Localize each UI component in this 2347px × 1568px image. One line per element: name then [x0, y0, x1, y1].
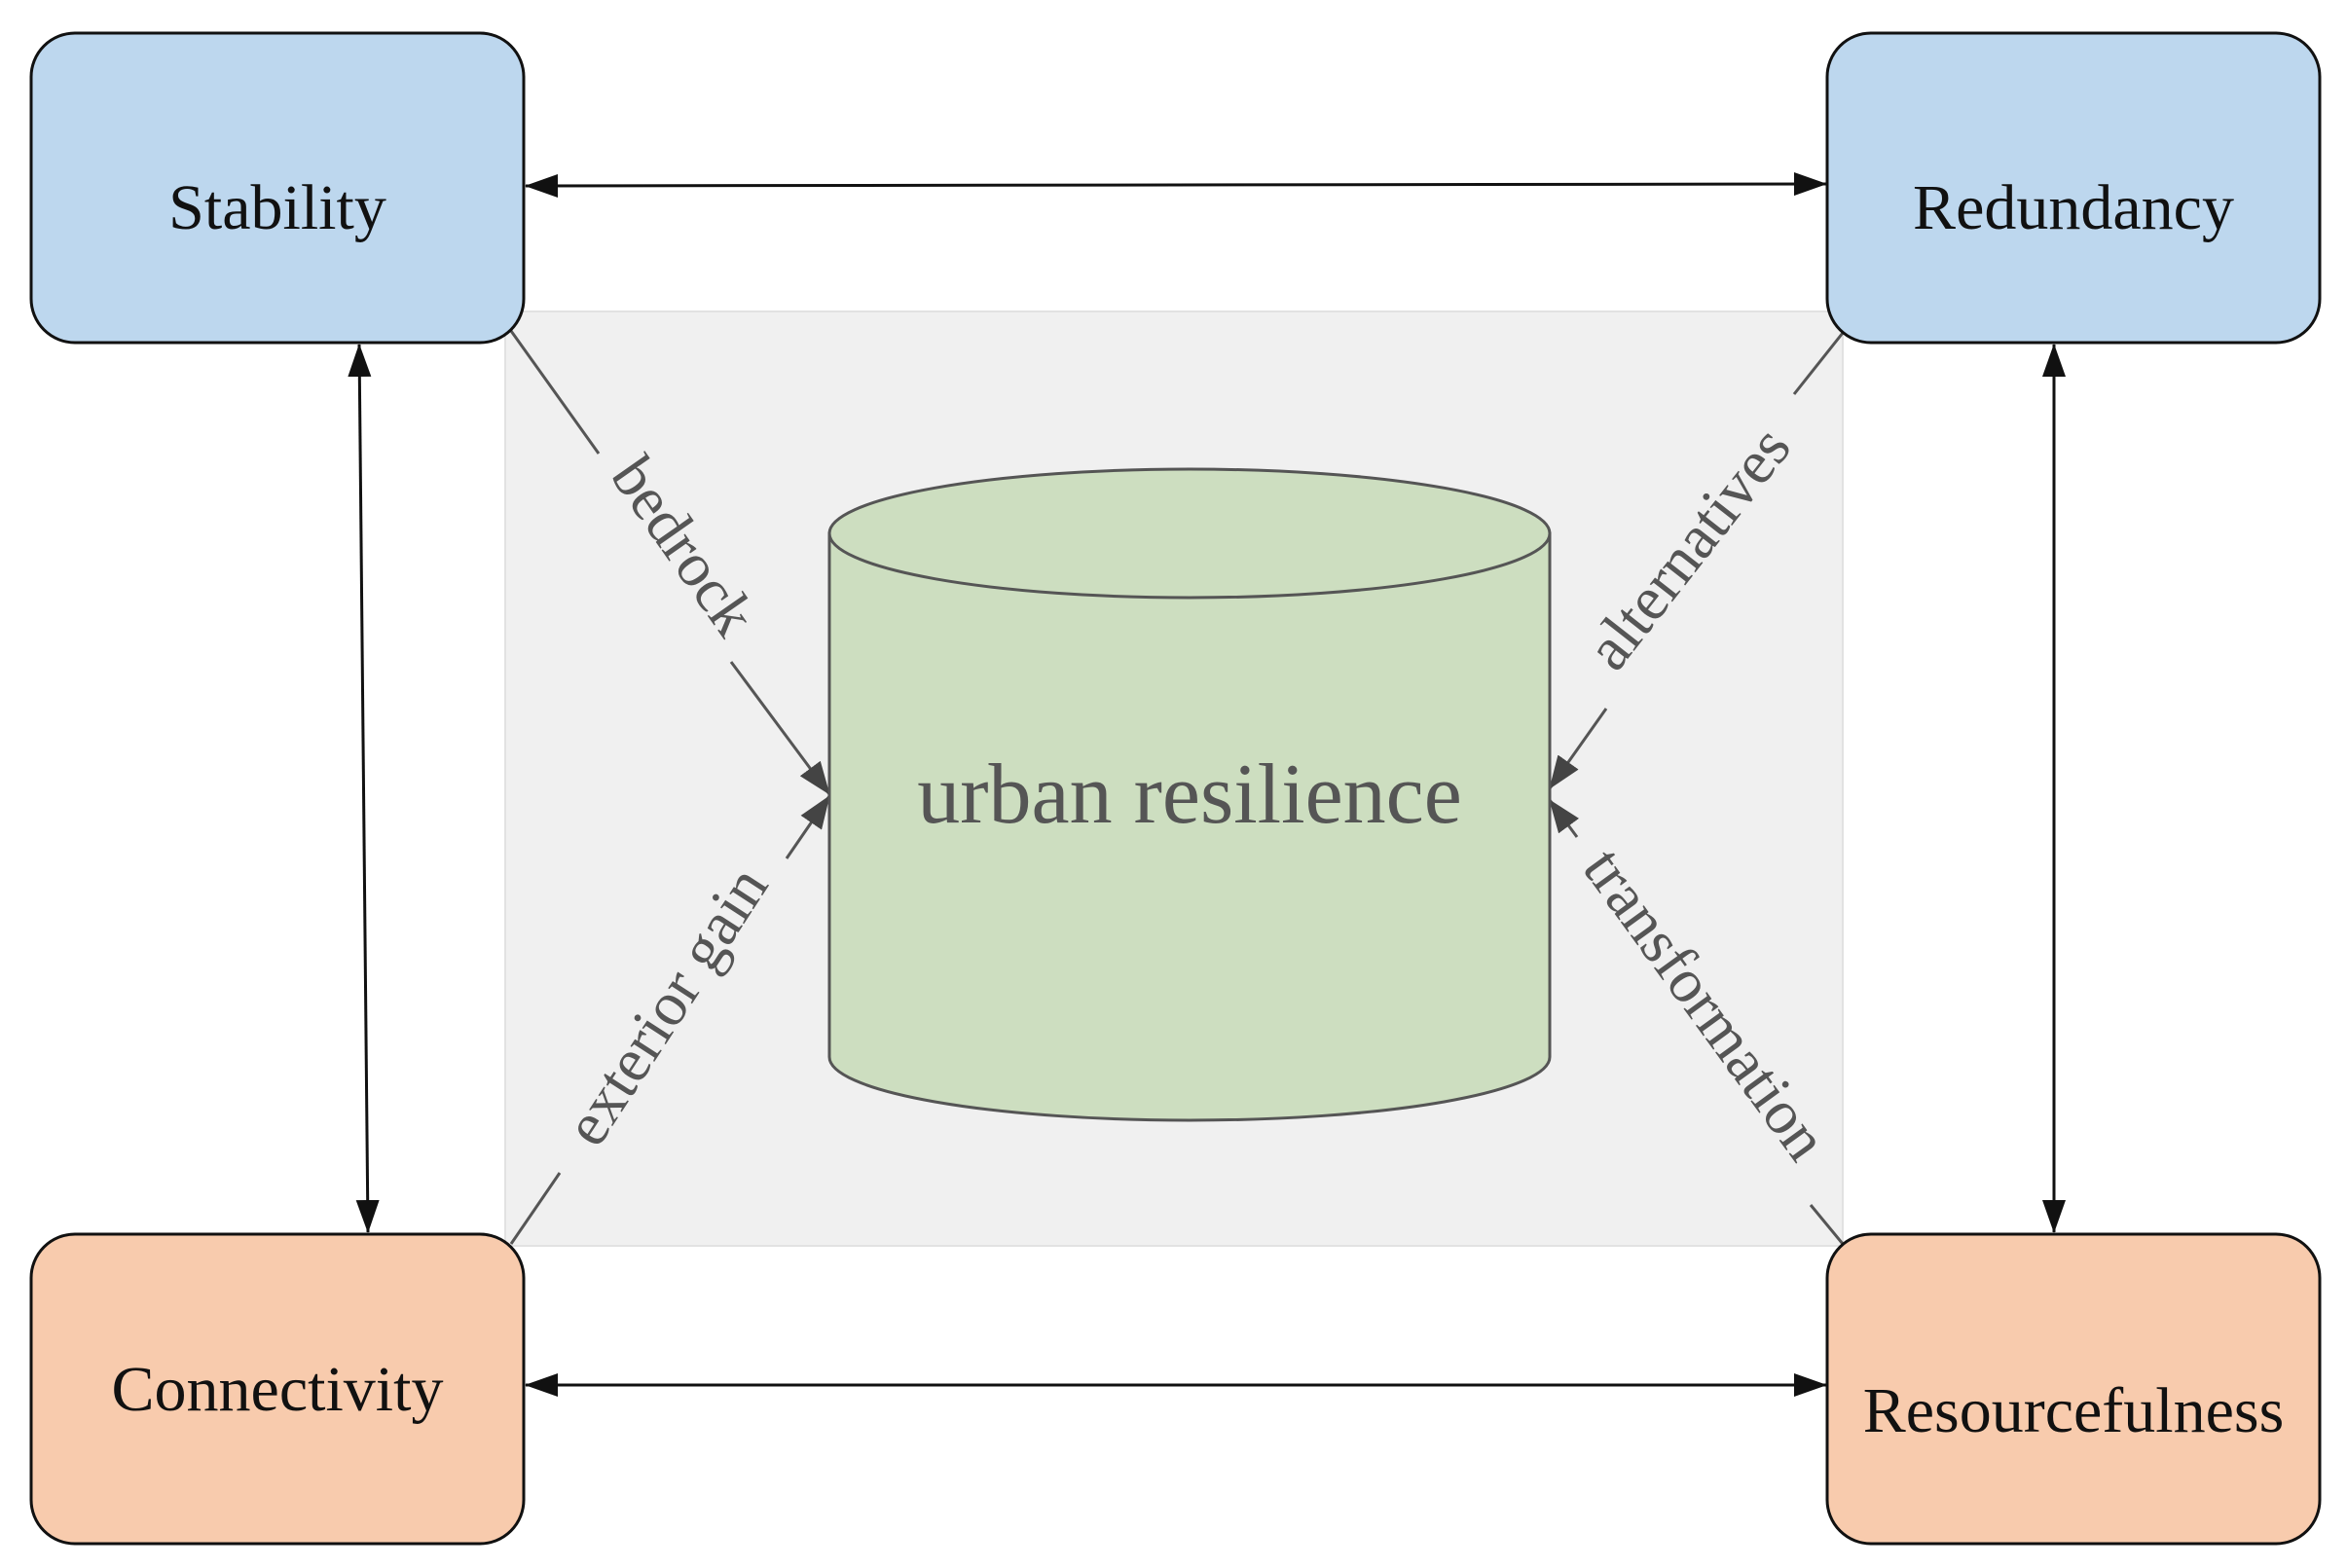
node-stability-box — [29, 31, 526, 345]
arrow-exterior-gain-line-a — [509, 1172, 562, 1245]
node-connectivity-label: Connectivity — [112, 1354, 444, 1425]
arrow-alternatives-line-b — [1548, 708, 1608, 789]
arrow-transformation-line-a — [1809, 1204, 1845, 1245]
arrow-exterior-gain-line-b — [785, 795, 831, 859]
center-label: urban resilience — [917, 748, 1462, 842]
arrow-alternatives-line-a — [1792, 332, 1845, 395]
arrow-stability-connectivity — [348, 344, 380, 1233]
node-stability-label: Stability — [168, 172, 386, 243]
cylinder-top — [827, 467, 1552, 600]
node-resourcefulness: Resourcefulness — [1825, 1232, 2322, 1546]
arrow-bedrock-line-b — [729, 661, 831, 795]
node-redundancy-box — [1825, 31, 2322, 345]
node-connectivity: Connectivity — [29, 1232, 526, 1546]
node-resourcefulness-label: Resourcefulness — [1863, 1375, 2285, 1446]
urban-resilience-cylinder: urban resilience — [827, 467, 1552, 1122]
node-connectivity-box — [29, 1232, 526, 1546]
node-redundancy: Redundancy — [1825, 31, 2322, 345]
cylinder-body — [827, 531, 1552, 1122]
node-redundancy-label: Redundancy — [1913, 172, 2234, 243]
node-stability: Stability — [29, 31, 526, 345]
arrow-bedrock-line-a — [509, 330, 601, 455]
arrow-transformation-line-b — [1548, 799, 1580, 838]
node-resourcefulness-box — [1825, 1232, 2322, 1546]
arrow-stability-redundancy — [525, 172, 1827, 198]
